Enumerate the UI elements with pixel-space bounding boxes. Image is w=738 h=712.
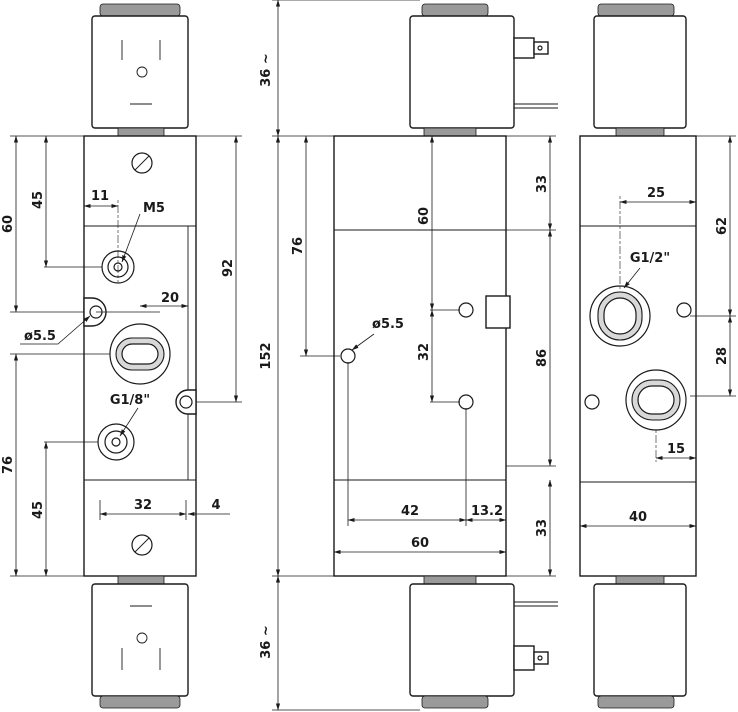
- valve-body-middle: [333, 135, 507, 577]
- top-coil-left: [91, 3, 189, 137]
- bottom-coil-right: [593, 575, 687, 709]
- dim-76-mid: 76: [291, 237, 306, 255]
- dim-dia55-left: ø5.5: [24, 329, 56, 344]
- dim-60-bottom: 60: [411, 536, 429, 551]
- dim-33-bottom: 33: [535, 519, 550, 537]
- dim-36-top: 36 ~: [259, 53, 274, 87]
- dim-76-left: 76: [1, 456, 16, 474]
- dim-g12: G1/2": [630, 251, 670, 266]
- dim-86: 86: [535, 349, 550, 367]
- top-coil-right: [593, 3, 687, 137]
- dim-11: 11: [91, 189, 109, 204]
- dim-152: 152: [259, 342, 274, 369]
- dim-45-bottom-left: 45: [31, 501, 46, 519]
- dim-25: 25: [647, 186, 665, 201]
- dim-60-mid: 60: [417, 207, 432, 225]
- dim-4: 4: [211, 498, 220, 513]
- left-view: 60 45 11 M5 20 92 ø5.5 G1/8" 76 45 32 4: [1, 3, 242, 709]
- dim-20: 20: [161, 291, 179, 306]
- bottom-coil-middle: [409, 575, 558, 709]
- middle-view: 36 ~ 76 152 36 ~ 60 ø5.5 32 33 86 42 13.…: [259, 0, 558, 711]
- dim-dia55-mid: ø5.5: [372, 317, 404, 332]
- dim-32-mid: 32: [417, 343, 432, 361]
- bottom-coil-left: [91, 575, 189, 709]
- dim-28: 28: [715, 347, 730, 365]
- dim-42: 42: [401, 504, 419, 519]
- dim-40: 40: [629, 510, 647, 525]
- dim-36-bottom: 36 ~: [259, 625, 274, 659]
- right-view: 25 G1/2" 62 28 15 40: [579, 3, 736, 709]
- dim-45-top-left: 45: [31, 191, 46, 209]
- dim-15: 15: [667, 442, 685, 457]
- dim-92: 92: [221, 259, 236, 277]
- dim-33-top: 33: [535, 175, 550, 193]
- valve-body-right: [579, 135, 697, 577]
- dim-32-left: 32: [134, 498, 152, 513]
- dim-13-2: 13.2: [471, 504, 503, 519]
- dim-g18: G1/8": [110, 393, 150, 408]
- dim-m5: M5: [143, 201, 165, 216]
- dim-60-left: 60: [1, 215, 16, 233]
- top-coil-middle: [409, 3, 558, 137]
- dim-62: 62: [715, 217, 730, 235]
